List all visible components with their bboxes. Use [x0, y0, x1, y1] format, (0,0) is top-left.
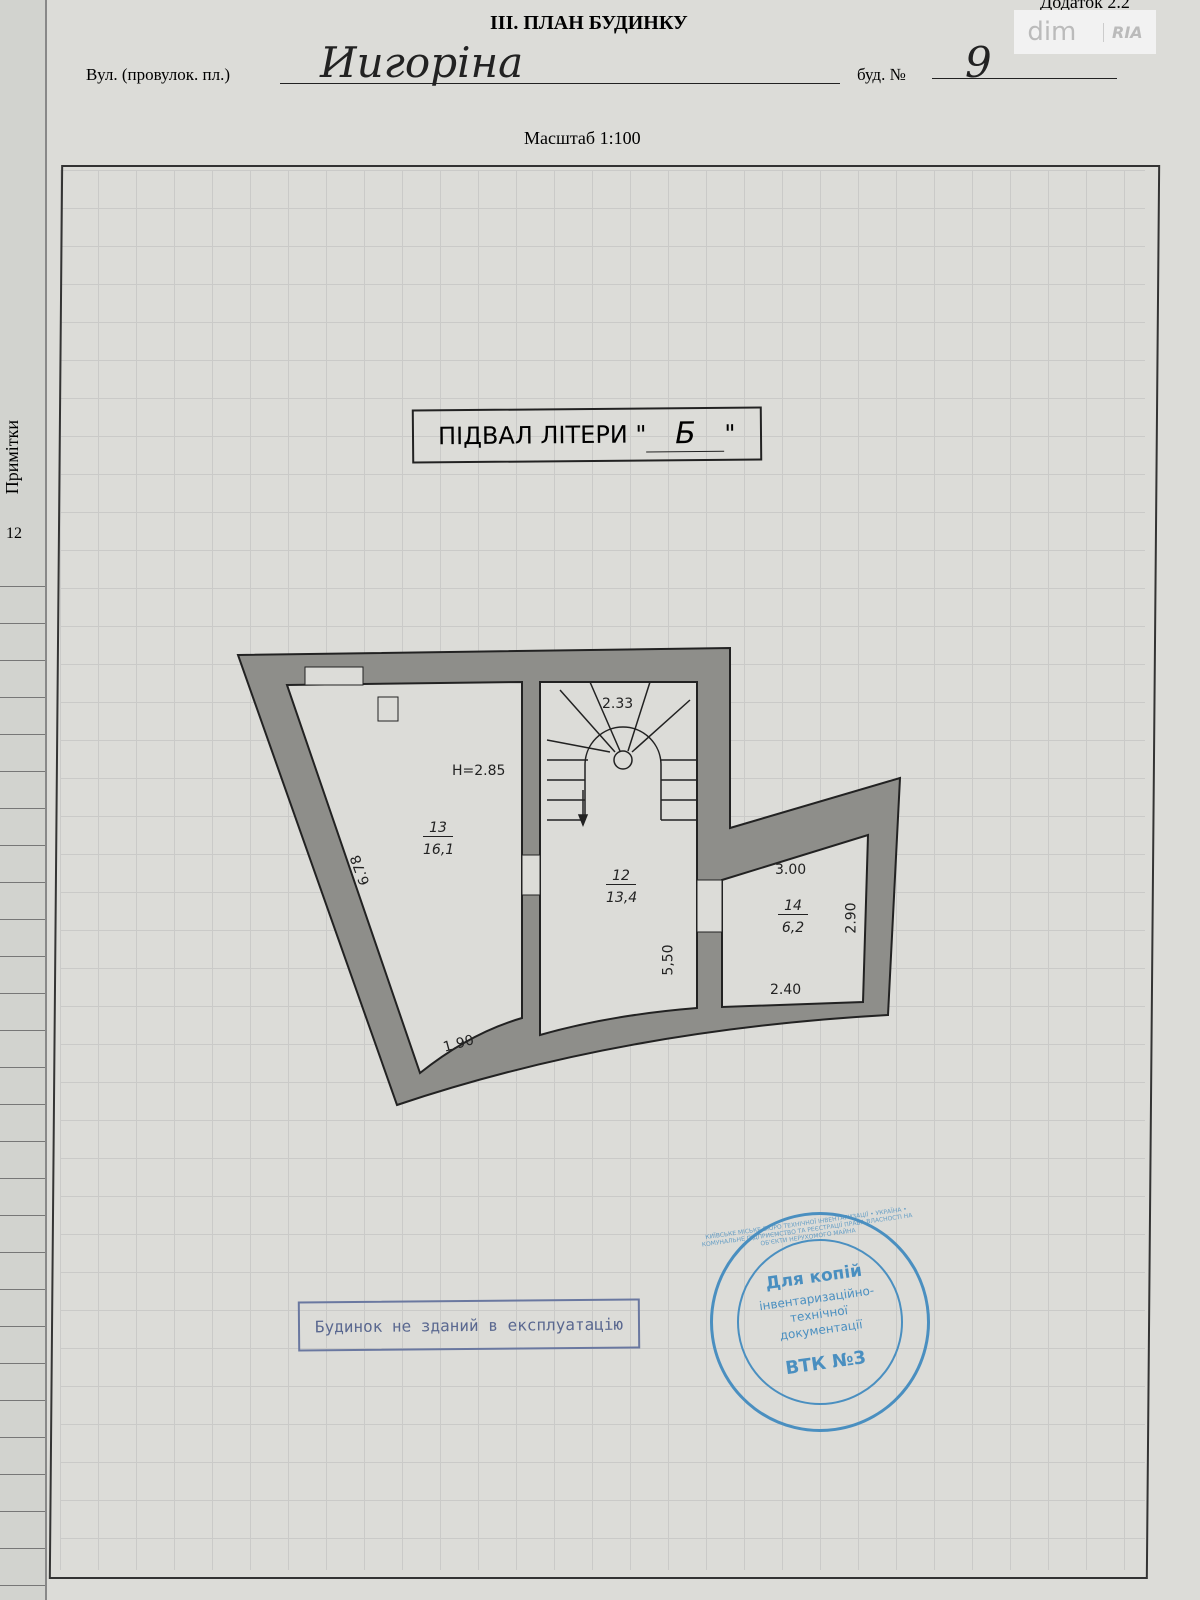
room-12-area: 13,4: [606, 890, 638, 906]
room-14-area: 6,2: [781, 920, 805, 936]
left-margin-strip: Примітки 12: [0, 0, 47, 1600]
door-12-14: [696, 879, 723, 933]
scale-label: Масштаб 1:100: [524, 128, 641, 148]
watermark-brand2: RIA: [1103, 22, 1143, 42]
not-commissioned-stamp: Будинок не зданий в експлуатацію: [297, 1298, 641, 1352]
room-12-number: 12: [606, 868, 636, 885]
window: [304, 666, 364, 686]
dim-stair: 2.33: [602, 696, 634, 712]
room-14: [721, 833, 870, 1009]
appendix-label: Додаток 2.2: [1040, 0, 1130, 12]
room-13-number: 13: [423, 820, 453, 837]
watermark-logo: dim RIA: [1014, 10, 1156, 54]
street-underline: [280, 83, 840, 84]
watermark-brand: dim: [1027, 17, 1077, 47]
room-12: [539, 681, 698, 1037]
building-label: буд. №: [857, 65, 906, 84]
building-underline: [932, 78, 1117, 79]
dim-r14-bottom: 2.40: [770, 982, 802, 998]
dim-r14-top: 3.00: [775, 862, 807, 878]
street-label: Вул. (провулок. пл.): [86, 65, 231, 84]
room-14-number: 14: [778, 898, 808, 915]
margin-ruled-lines: [0, 550, 45, 1600]
utility-mark: [377, 696, 399, 722]
staircase: [546, 681, 697, 828]
street-value: Иигоріна: [320, 38, 524, 87]
dim-r14-right: 2.90: [843, 902, 860, 934]
page-title: III. ПЛАН БУДИНКУ: [490, 12, 688, 34]
room-13-area: 16,1: [423, 842, 455, 858]
room-13: [285, 680, 523, 1075]
building-value: 9: [965, 38, 992, 87]
ceiling-height: H=2.85: [452, 763, 506, 779]
dim-middle: 5,50: [660, 944, 677, 976]
column-number: 12: [6, 525, 22, 542]
door-13-12: [521, 854, 541, 896]
